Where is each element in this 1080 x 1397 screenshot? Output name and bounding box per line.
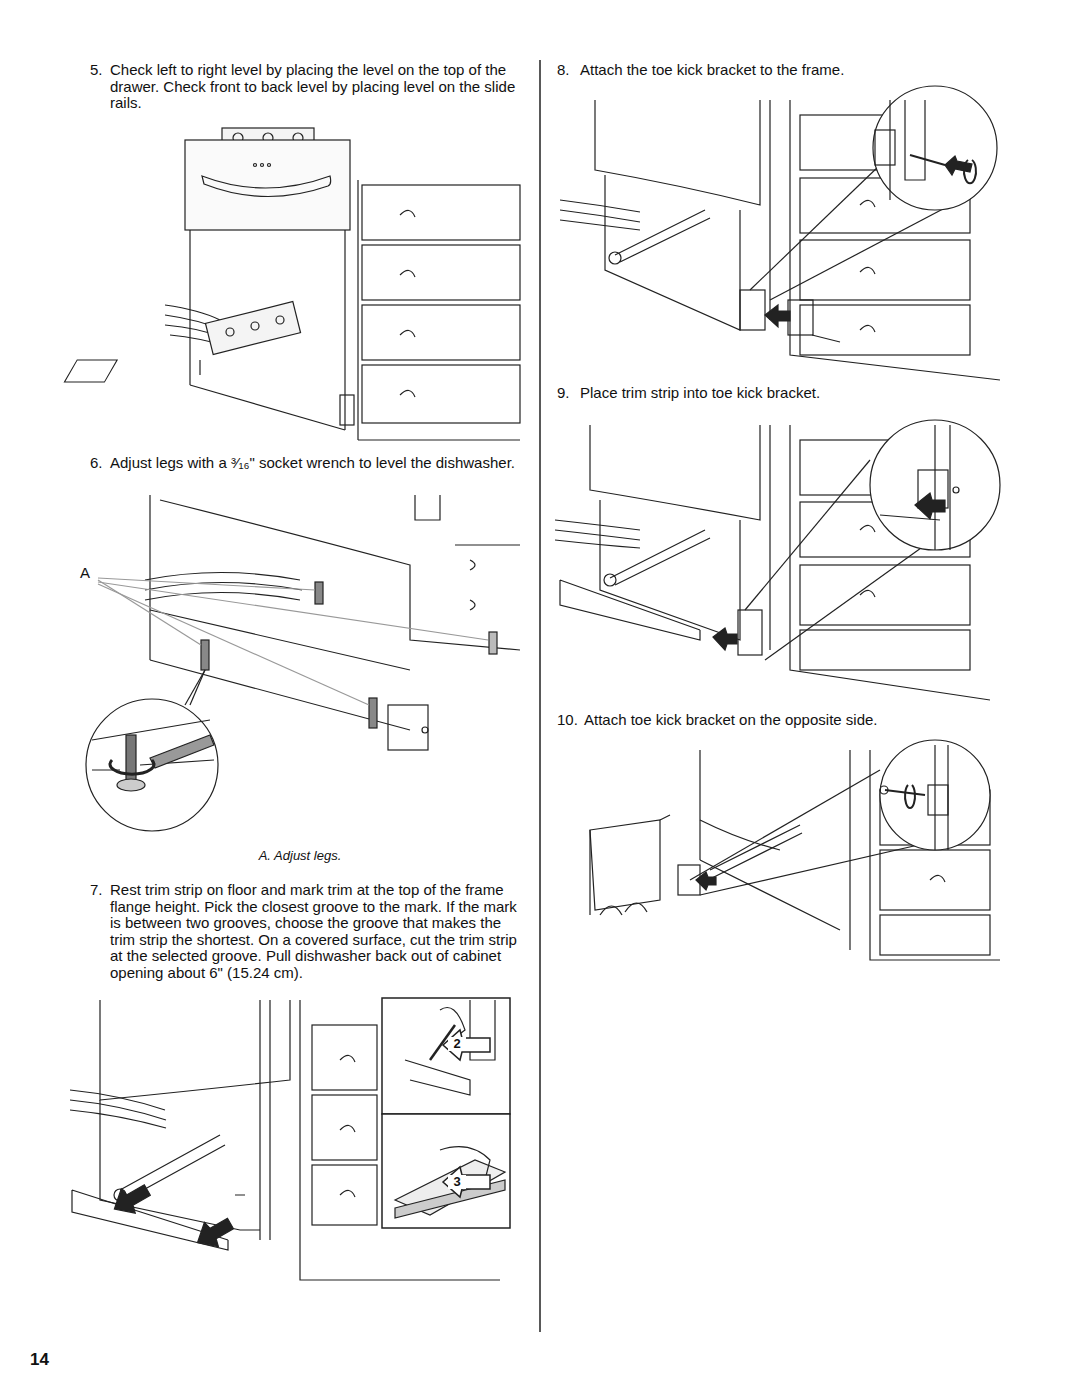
trim-bracket-illustration: [555, 420, 1000, 700]
opposite-bracket-illustration: [590, 740, 1000, 960]
step-number: 9.: [557, 385, 577, 402]
step-number: 6.: [90, 455, 110, 472]
step-number: 5.: [90, 62, 110, 79]
step-text: Adjust legs with a ³⁄₁₆" socket wrench t…: [110, 455, 530, 472]
step-text: Check left to right level by placing the…: [110, 62, 520, 112]
step-number: 10.: [557, 712, 582, 729]
step-number: 7.: [90, 882, 110, 899]
step-number: 8.: [557, 62, 577, 79]
trim-strip-illustration: [70, 998, 510, 1280]
callout-number: 2: [448, 1037, 466, 1051]
step-text: Attach the toe kick bracket to the frame…: [580, 62, 1000, 79]
legs-illustration: [86, 495, 520, 831]
figure-caption: A. Adjust legs.: [200, 848, 400, 865]
page-number: 14: [30, 1352, 70, 1369]
step-text: Place trim strip into toe kick bracket.: [580, 385, 1000, 402]
column-divider: [539, 60, 541, 1332]
callout-letter: A: [80, 565, 96, 582]
step-text: Rest trim strip on floor and mark trim a…: [110, 882, 520, 982]
bracket-illustration: [560, 86, 1000, 380]
level-illustration: [64, 128, 520, 440]
step-text: Attach toe kick bracket on the opposite …: [584, 712, 1004, 729]
callout-number: 3: [448, 1175, 466, 1189]
